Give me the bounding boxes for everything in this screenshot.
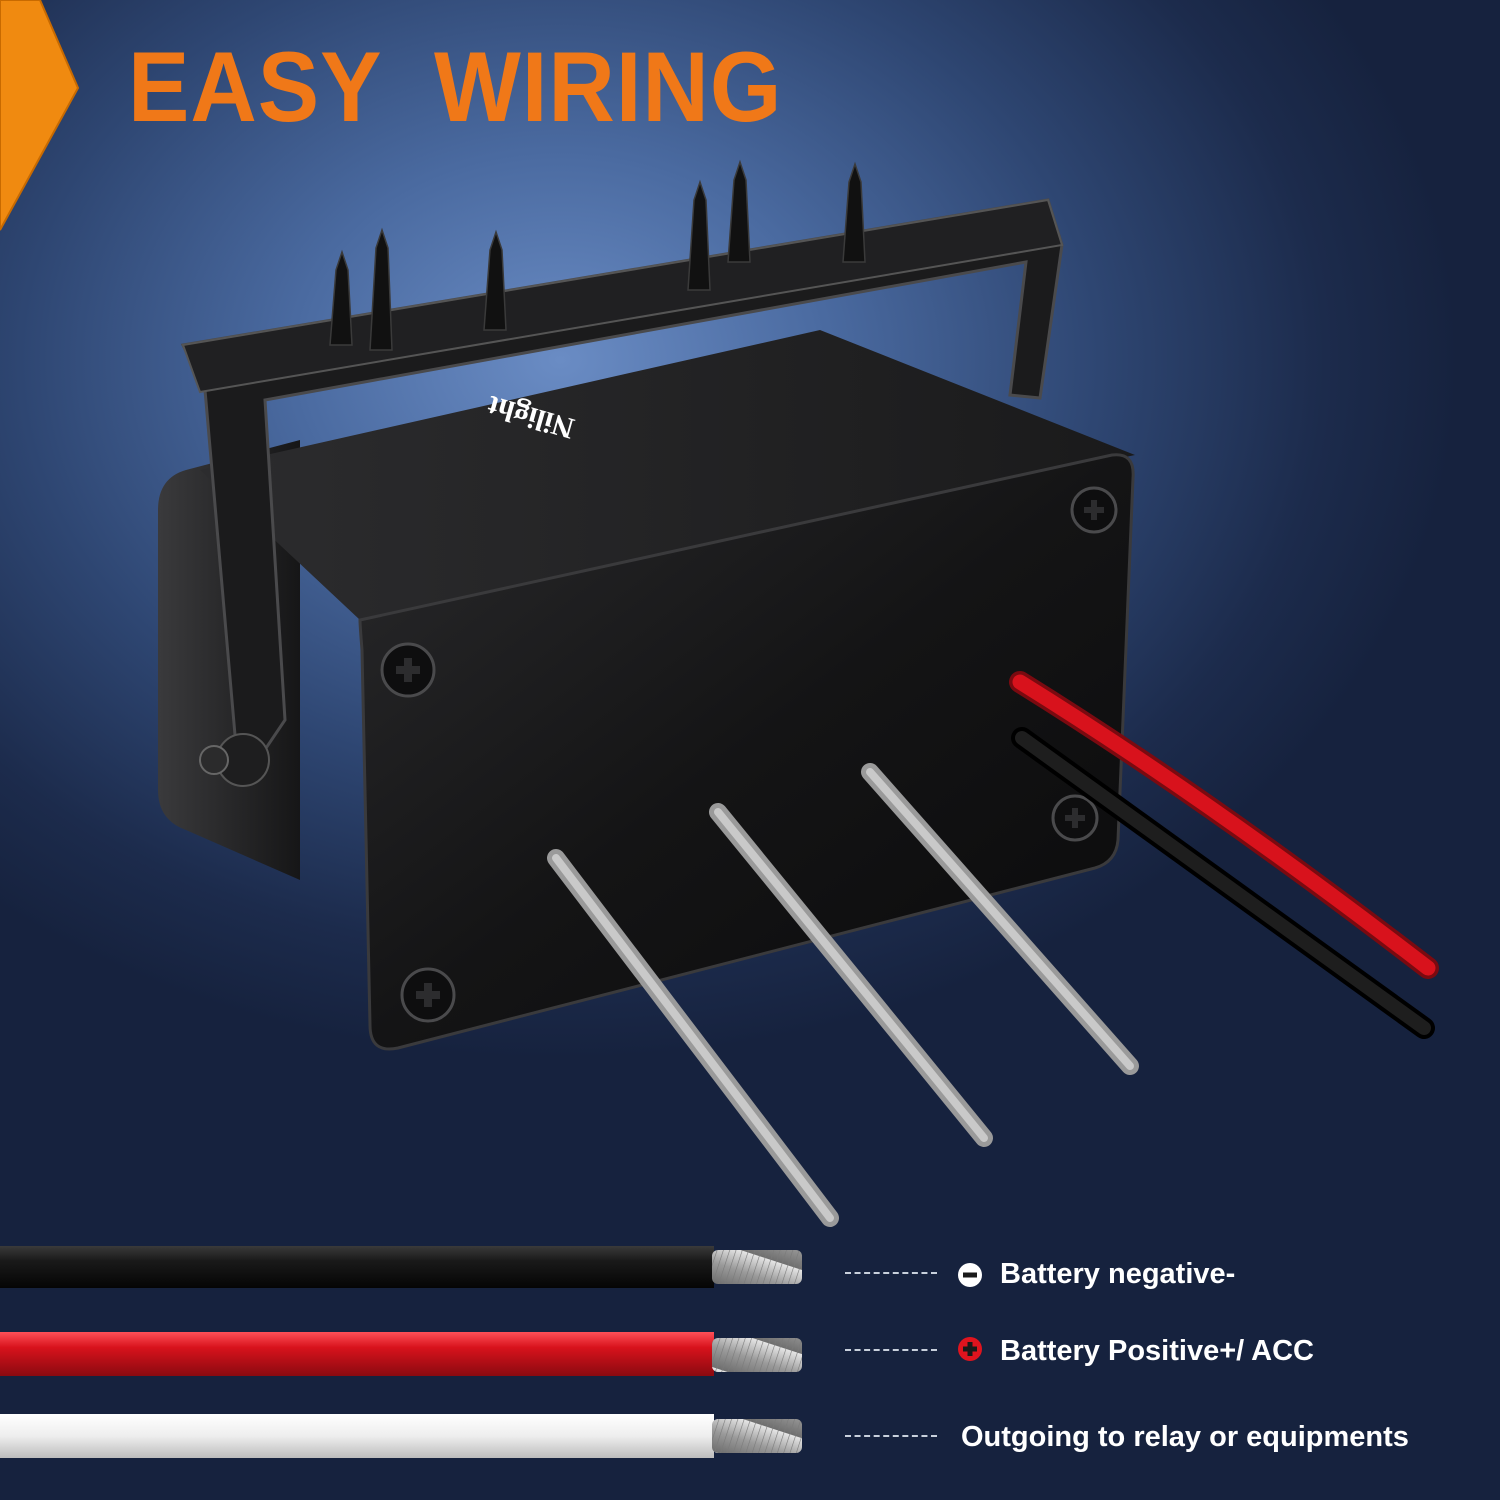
page-title: EASY WIRING [128,32,783,143]
legend-label-negative: Battery negative- [1000,1258,1236,1290]
minus-circle-icon [958,1263,982,1287]
enclosure-top [200,330,1135,620]
legend-label-positive: Battery Positive+/ ACC [1000,1335,1315,1367]
legend-connector-2 [845,1349,937,1351]
legend-connector-3 [845,1435,937,1437]
corner-accent-tab [0,0,78,230]
plus-circle-icon [958,1337,982,1361]
legend-label-outgoing: Outgoing to relay or equipments [961,1421,1409,1453]
mounting-bracket [180,198,1064,787]
output-leads [547,763,1139,1227]
legend-connector-1 [845,1272,937,1274]
legend-wire-red [0,1332,802,1376]
legend-wire-black [0,1246,802,1288]
power-leads [1009,671,1439,1039]
mounting-screws [329,159,866,351]
legend-wire-white [0,1414,802,1458]
enclosure-front-panel [358,453,1135,1051]
panel-screws [380,486,1118,1023]
